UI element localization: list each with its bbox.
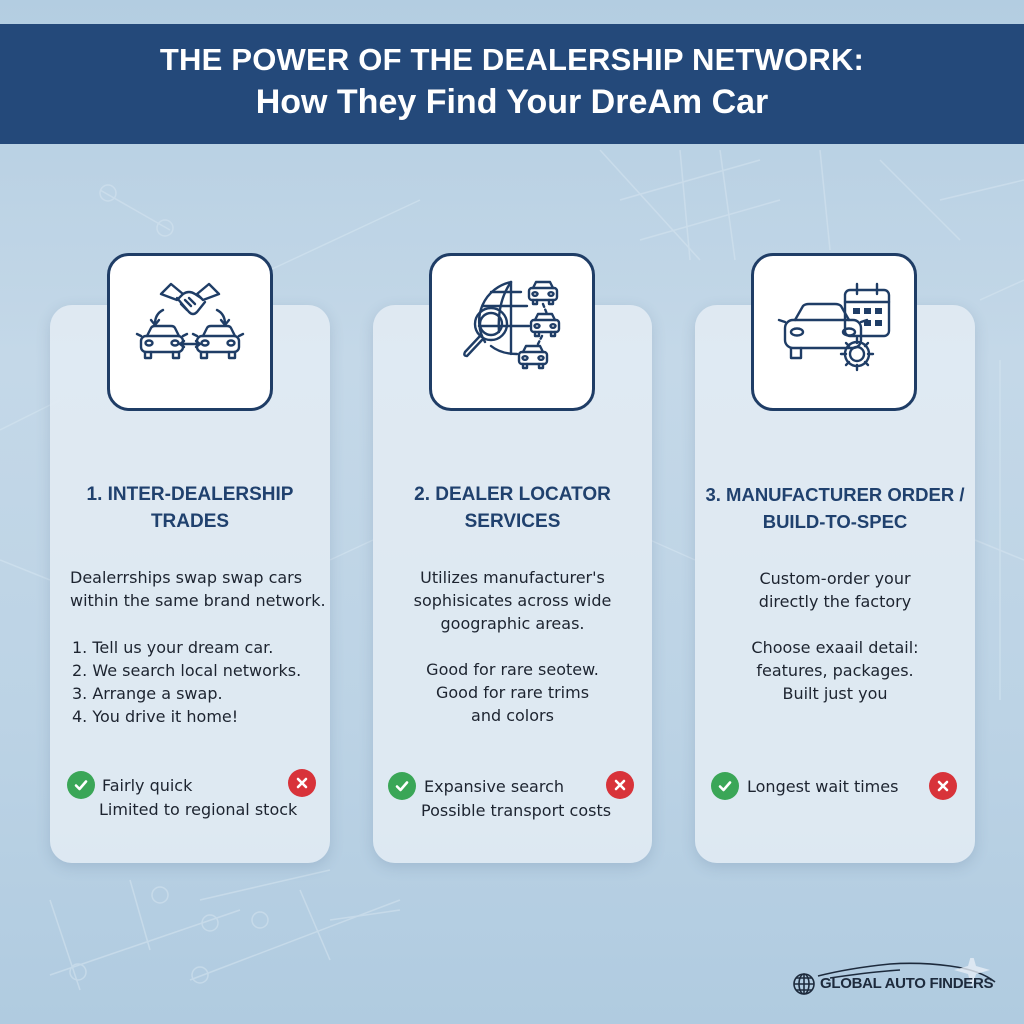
pros-cons: Expansive search Possible transport cost… <box>373 771 652 822</box>
card-title-line1: 1. INTER-DEALERSHIP <box>86 484 294 505</box>
pros-cons: Fairly quick Limited to regional stock <box>50 769 330 821</box>
steps-list: 1. Tell us your dream car. 2. We search … <box>50 636 330 728</box>
check-icon <box>388 772 416 800</box>
card-manufacturer-order: 3. MANUFACTURER ORDER / BUILD-TO-SPEC Cu… <box>695 305 975 863</box>
icon-box-trades <box>107 253 273 411</box>
card-title-line1: 3. MANUFACTURER ORDER / <box>705 484 965 505</box>
x-icon <box>288 769 316 797</box>
card-detail: Choose exaail detail: features, packages… <box>695 636 975 705</box>
card-title-line2: TRADES <box>150 511 230 532</box>
card-detail: Good for rare seotew. Good for rare trim… <box>373 658 652 727</box>
brand-name: GLOBAL AUTO FINDERS <box>820 975 994 992</box>
pro-text: Fairly quick <box>102 776 193 795</box>
con-text: Limited to regional stock <box>99 800 298 819</box>
globe-search-cars-icon <box>463 280 561 370</box>
card-title-line2: BUILD-TO-SPEC <box>762 511 908 532</box>
pro-text: Longest wait times <box>747 777 899 796</box>
page-title: THE POWER OF THE DEALERSHIP NETWORK: <box>159 42 865 77</box>
step-item: 2. We search local networks. <box>72 661 302 680</box>
description-text: Custom-order your directly the factory <box>758 569 912 611</box>
check-icon <box>711 772 739 800</box>
card-description: Utilizes manufacturer's sophisicates acr… <box>373 566 652 635</box>
card-title: 2. DEALER LOCATOR SERVICES <box>373 481 652 535</box>
car-calendar-gear-icon <box>777 282 891 372</box>
x-icon <box>929 772 957 800</box>
page-subtitle: How They Find Your DreAm Car <box>255 83 769 121</box>
icon-box-locator <box>429 253 595 411</box>
card-title-line2: SERVICES <box>464 511 561 532</box>
step-item: 3. Arrange a swap. <box>72 684 223 703</box>
check-icon <box>67 771 95 799</box>
card-title: 1. INTER-DEALERSHIP TRADES <box>50 481 330 535</box>
pro-text: Expansive search <box>424 777 565 796</box>
card-description: Custom-order your directly the factory <box>695 567 975 613</box>
card-title-line1: 2. DEALER LOCATOR <box>414 484 611 505</box>
description-text: Dealerrships swap swap cars within the s… <box>70 568 326 610</box>
icon-box-build-to-spec <box>751 253 917 411</box>
detail-text: Choose exaail detail: features, packages… <box>751 638 919 703</box>
detail-text: Good for rare seotew. Good for rare trim… <box>426 660 599 725</box>
handshake-cars-swap-icon <box>135 282 245 360</box>
con-text: Possible transport costs <box>421 801 612 820</box>
page-header: THE POWER OF THE DEALERSHIP NETWORK: How… <box>0 24 1024 144</box>
step-item: 1. Tell us your dream car. <box>72 638 274 657</box>
card-description: Dealerrships swap swap cars within the s… <box>50 566 330 612</box>
brand-logo-graphic <box>793 958 996 995</box>
step-item: 4. You drive it home! <box>72 707 239 726</box>
description-text: Utilizes manufacturer's sophisicates acr… <box>413 568 612 633</box>
pros-cons: Longest wait times <box>695 772 975 822</box>
x-icon <box>606 771 634 799</box>
card-title: 3. MANUFACTURER ORDER / BUILD-TO-SPEC <box>695 481 975 535</box>
